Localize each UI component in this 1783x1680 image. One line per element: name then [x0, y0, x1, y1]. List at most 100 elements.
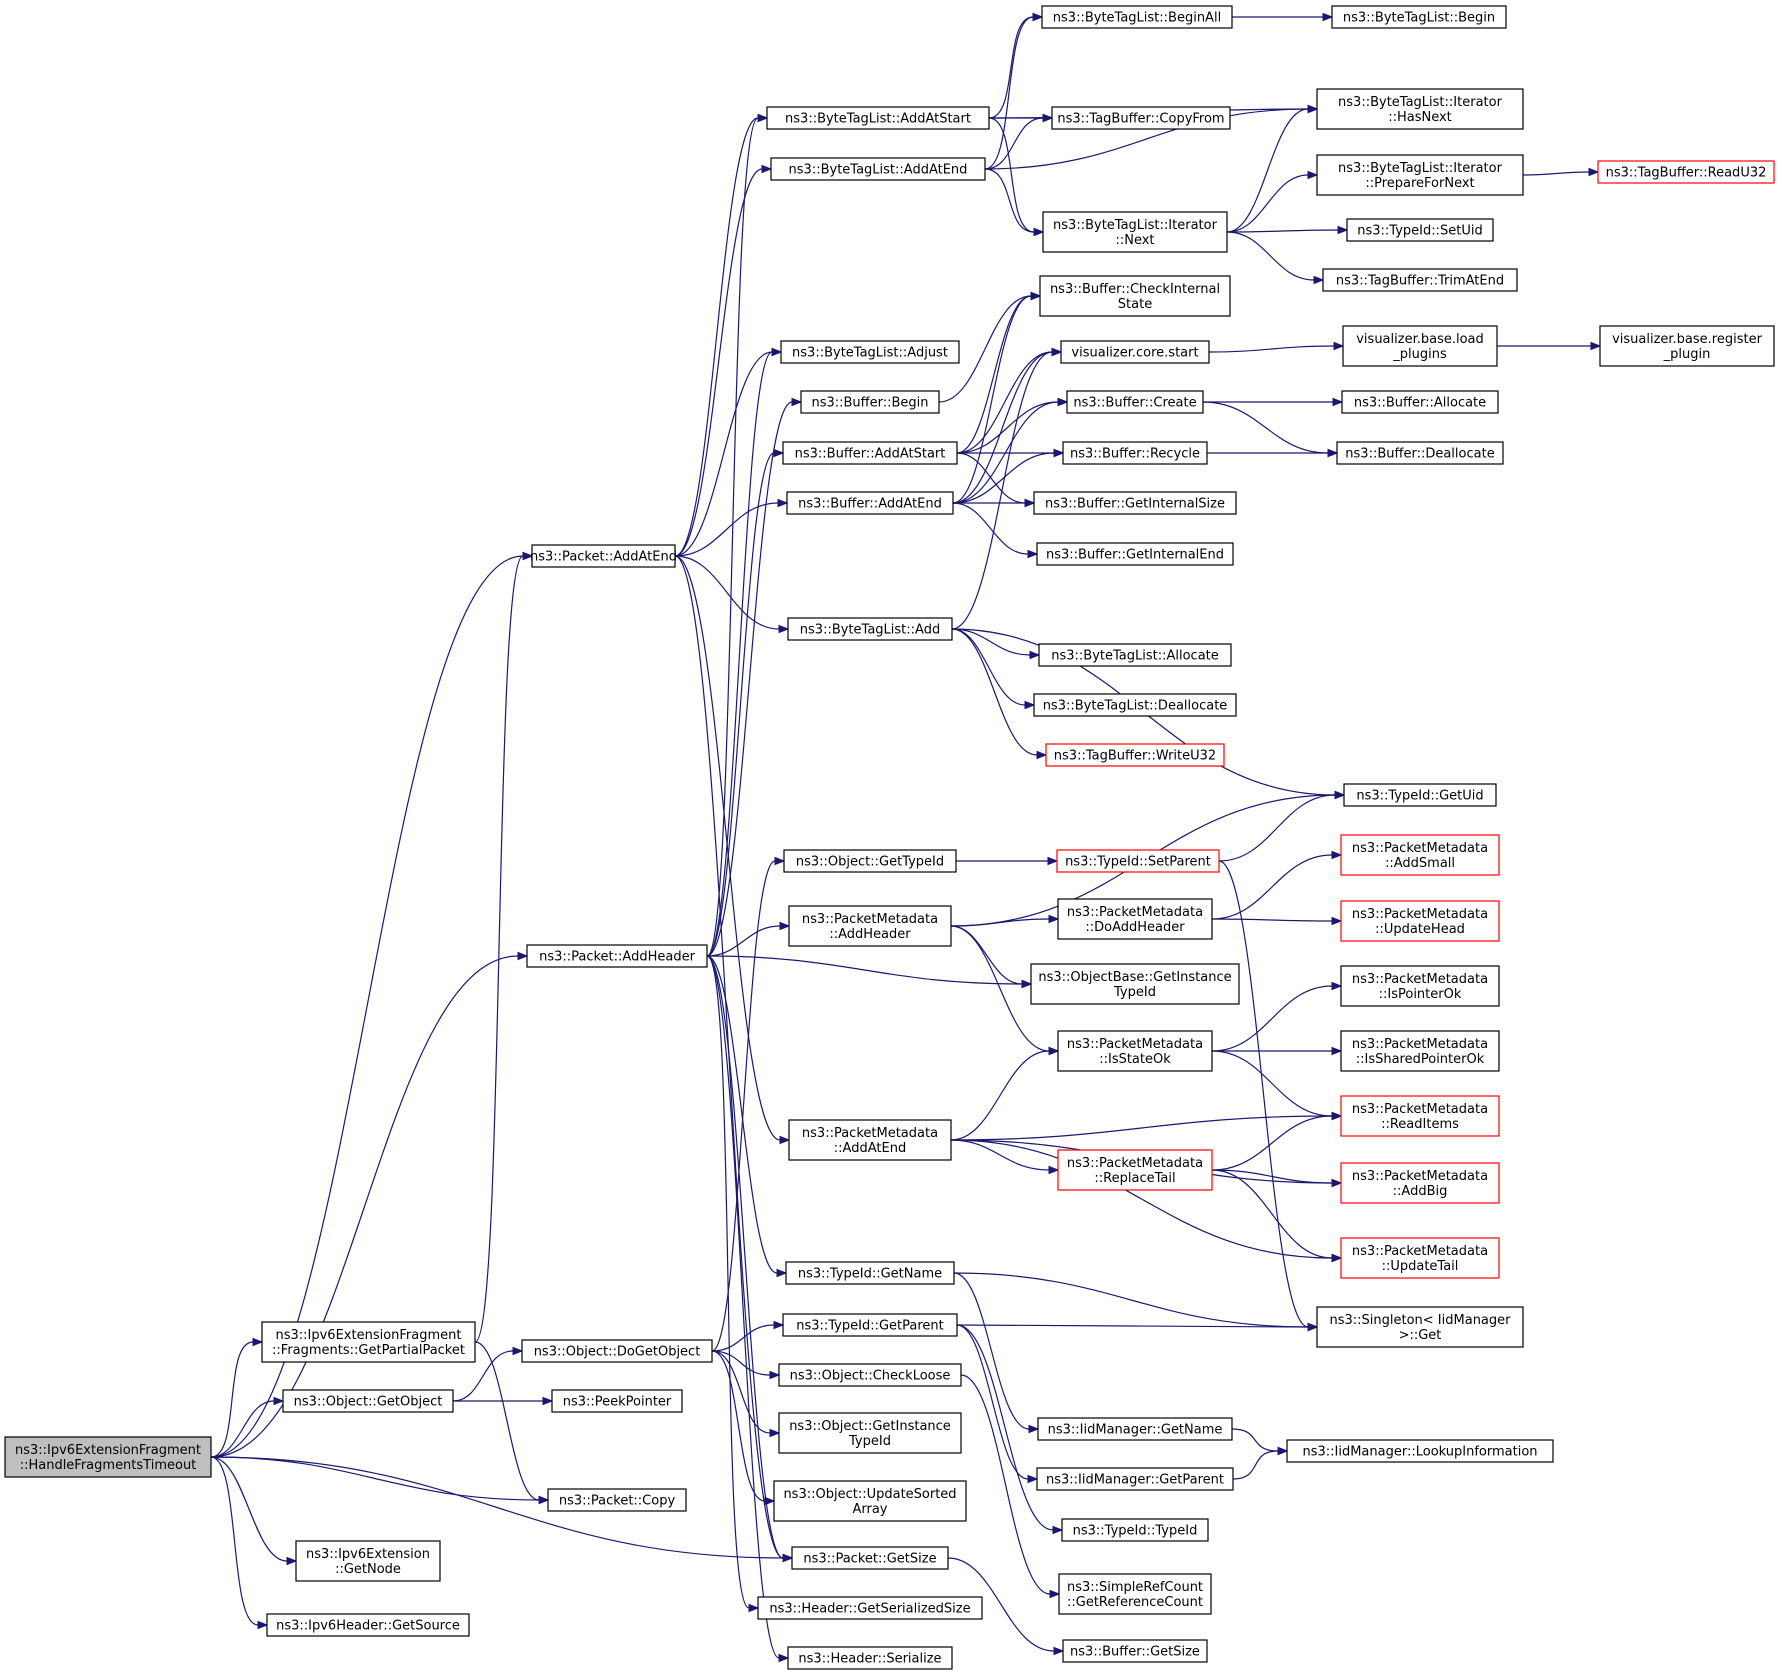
- call-edge-packetaddatend-to-btladdatend: [674, 164, 773, 557]
- node-btlallocate[interactable]: ns3::ByteTagList::Allocate: [1038, 643, 1232, 667]
- node-typeidgetname[interactable]: ns3::TypeId::GetName: [785, 1261, 955, 1285]
- node-pmaddbig[interactable]: ns3::PacketMetadata::AddBig: [1340, 1162, 1500, 1204]
- node-pmaddatend[interactable]: ns3::PacketMetadata::AddAtEnd: [788, 1119, 952, 1161]
- node-btlbegin[interactable]: ns3::ByteTagList::Begin: [1331, 5, 1507, 29]
- edge-line: [952, 351, 1053, 504]
- edge-line: [953, 1272, 1030, 1430]
- node-iidgetparent[interactable]: ns3::IidManager::GetParent: [1036, 1467, 1234, 1491]
- node-label: ::IsStateOk: [1099, 1052, 1171, 1067]
- node-bufaddatend[interactable]: ns3::Buffer::AddAtEnd: [786, 491, 954, 515]
- node-label: ns3::SimpleRefCount: [1067, 1580, 1203, 1595]
- node-label: ns3::Header::Serialize: [798, 1652, 941, 1667]
- node-box: [787, 1646, 953, 1670]
- node-pmupdatehead[interactable]: ns3::PacketMetadata::UpdateHead: [1340, 900, 1500, 942]
- node-btladdatend[interactable]: ns3::ByteTagList::AddAtEnd: [770, 157, 986, 181]
- node-bufcreate[interactable]: ns3::Buffer::Create: [1066, 390, 1204, 414]
- call-edge-typeidsetparent-to-typeidgetuid: [1218, 790, 1346, 862]
- node-viscorestart[interactable]: visualizer.core.start: [1060, 340, 1210, 364]
- node-pmisstateok[interactable]: ns3::PacketMetadata::IsStateOk: [1057, 1030, 1213, 1072]
- node-btliterprepare[interactable]: ns3::ByteTagList::Iterator::PrepareForNe…: [1316, 154, 1524, 196]
- node-bufgetsize[interactable]: ns3::Buffer::GetSize: [1062, 1639, 1208, 1663]
- node-packetcopy[interactable]: ns3::Packet::Copy: [547, 1488, 687, 1512]
- node-objcheckloose[interactable]: ns3::Object::CheckLoose: [778, 1363, 962, 1387]
- node-btldeallocate[interactable]: ns3::ByteTagList::Deallocate: [1033, 693, 1237, 717]
- node-bufgetinternalend[interactable]: ns3::Buffer::GetInternalEnd: [1036, 542, 1234, 566]
- node-typeidgetuid[interactable]: ns3::TypeId::GetUid: [1343, 783, 1497, 807]
- arrowhead-icon: [257, 1620, 269, 1630]
- node-iidlookup[interactable]: ns3::IidManager::LookupInformation: [1286, 1439, 1554, 1463]
- node-singletonget[interactable]: ns3::Singleton< IidManager>::Get: [1316, 1306, 1524, 1348]
- node-bufrecycle[interactable]: ns3::Buffer::Recycle: [1062, 441, 1208, 465]
- node-label: ns3::TypeId::SetParent: [1065, 855, 1211, 870]
- node-typeidsetparent[interactable]: ns3::TypeId::SetParent: [1056, 849, 1220, 873]
- node-bufbegin[interactable]: ns3::Buffer::Begin: [800, 390, 940, 414]
- node-packetgetsize[interactable]: ns3::Packet::GetSize: [791, 1546, 949, 1570]
- node-tagbufwriteu32[interactable]: ns3::TagBuffer::WriteU32: [1045, 743, 1225, 767]
- arrowhead-icon: [1331, 981, 1343, 991]
- node-box: [788, 1119, 952, 1161]
- node-tagbufcopyfrom[interactable]: ns3::TagBuffer::CopyFrom: [1051, 106, 1231, 130]
- node-dogetobject[interactable]: ns3::Object::DoGetObject: [521, 1339, 713, 1363]
- node-bufaddatstart[interactable]: ns3::Buffer::AddAtStart: [782, 441, 958, 465]
- node-ipv6getsource[interactable]: ns3::Ipv6Header::GetSource: [266, 1613, 470, 1637]
- call-edge-bufcreate-to-bufallocate: [1203, 397, 1344, 407]
- node-btladd[interactable]: ns3::ByteTagList::Add: [787, 617, 953, 641]
- node-pmaddheader[interactable]: ns3::PacketMetadata::AddHeader: [788, 905, 952, 947]
- node-pmissharedpointerok[interactable]: ns3::PacketMetadata::IsSharedPointerOk: [1340, 1030, 1500, 1072]
- node-btladdatstart[interactable]: ns3::ByteTagList::AddAtStart: [766, 106, 990, 130]
- call-edge-pmaddatend-to-pmreaditems: [950, 1111, 1343, 1141]
- node-packetaddheader[interactable]: ns3::Packet::AddHeader: [526, 944, 708, 968]
- edge-line: [711, 1324, 775, 1352]
- node-simplerefcount[interactable]: ns3::SimpleRefCount::GetReferenceCount: [1058, 1573, 1212, 1615]
- node-btladjust[interactable]: ns3::ByteTagList::Adjust: [780, 340, 960, 364]
- node-typeidgetparent[interactable]: ns3::TypeId::GetParent: [782, 1313, 958, 1337]
- node-pmispointerok[interactable]: ns3::PacketMetadata::IsPointerOk: [1340, 965, 1500, 1007]
- node-box: [1057, 1030, 1213, 1072]
- arrowhead-icon: [757, 113, 769, 123]
- node-pmupdatetail[interactable]: ns3::PacketMetadata::UpdateTail: [1340, 1237, 1500, 1279]
- call-edge-btladd-to-tagbufwriteu32: [951, 628, 1048, 760]
- node-box: [521, 1339, 713, 1363]
- node-tagbufreadu32[interactable]: ns3::TagBuffer::ReadU32: [1597, 160, 1775, 184]
- node-visbaseload[interactable]: visualizer.base.load_plugins: [1342, 325, 1498, 367]
- edge-line: [1226, 174, 1309, 233]
- edge-line: [1211, 1115, 1333, 1171]
- arrowhead-icon: [1053, 448, 1065, 458]
- node-typeidsetuid[interactable]: ns3::TypeId::SetUid: [1346, 218, 1494, 242]
- call-edge-getpartial-to-packetaddatend: [474, 551, 534, 1343]
- node-pmreplacetail[interactable]: ns3::PacketMetadata::ReplaceTail: [1057, 1149, 1213, 1191]
- node-label: ns3::Object::GetObject: [294, 1395, 443, 1410]
- node-objgettypeid[interactable]: ns3::Object::GetTypeId: [783, 849, 957, 873]
- node-typeidtypeid[interactable]: ns3::TypeId::TypeId: [1061, 1518, 1209, 1542]
- node-peekpointer[interactable]: ns3::PeekPointer: [551, 1389, 683, 1413]
- node-btlbeginall[interactable]: ns3::ByteTagList::BeginAll: [1041, 5, 1233, 29]
- edge-line: [711, 1350, 771, 1434]
- call-edge-packetaddheader-to-packetgetsize: [706, 955, 794, 1563]
- node-btliterhasnext[interactable]: ns3::ByteTagList::Iterator::HasNext: [1316, 88, 1524, 130]
- node-label: ns3::PacketMetadata: [1352, 841, 1488, 856]
- node-ipv6getnode[interactable]: ns3::Ipv6Extension::GetNode: [295, 1540, 441, 1582]
- node-label: ns3::PacketMetadata: [802, 912, 938, 927]
- node-pmaddsmall[interactable]: ns3::PacketMetadata::AddSmall: [1340, 834, 1500, 876]
- node-bufgetinternalsize[interactable]: ns3::Buffer::GetInternalSize: [1033, 491, 1237, 515]
- node-headerserialize[interactable]: ns3::Header::Serialize: [787, 1646, 953, 1670]
- node-pmdoaddheader[interactable]: ns3::PacketMetadata::DoAddHeader: [1057, 898, 1213, 940]
- node-tagbuftrimatend[interactable]: ns3::TagBuffer::TrimAtEnd: [1322, 268, 1518, 292]
- call-edge-root-to-packetaddheader: [210, 951, 529, 1458]
- node-packetaddatend[interactable]: ns3::Packet::AddAtEnd: [530, 544, 677, 568]
- node-getobject[interactable]: ns3::Object::GetObject: [282, 1389, 454, 1413]
- node-root: ns3::Ipv6ExtensionFragment::HandleFragme…: [4, 1436, 212, 1478]
- node-bufallocate[interactable]: ns3::Buffer::Allocate: [1341, 390, 1499, 414]
- node-getpartial[interactable]: ns3::Ipv6ExtensionFragment::Fragments::G…: [261, 1321, 476, 1363]
- node-bufdeallocate[interactable]: ns3::Buffer::Deallocate: [1336, 441, 1504, 465]
- node-iidgetname[interactable]: ns3::IidManager::GetName: [1037, 1417, 1233, 1441]
- node-headergetserialized[interactable]: ns3::Header::GetSerializedSize: [757, 1596, 983, 1620]
- node-pmreaditems[interactable]: ns3::PacketMetadata::ReadItems: [1340, 1095, 1500, 1137]
- arrowhead-icon: [1049, 1589, 1061, 1599]
- node-btliternext[interactable]: ns3::ByteTagList::Iterator::Next: [1042, 211, 1228, 253]
- node-visbaseregister[interactable]: visualizer.base.register_plugin: [1599, 325, 1775, 367]
